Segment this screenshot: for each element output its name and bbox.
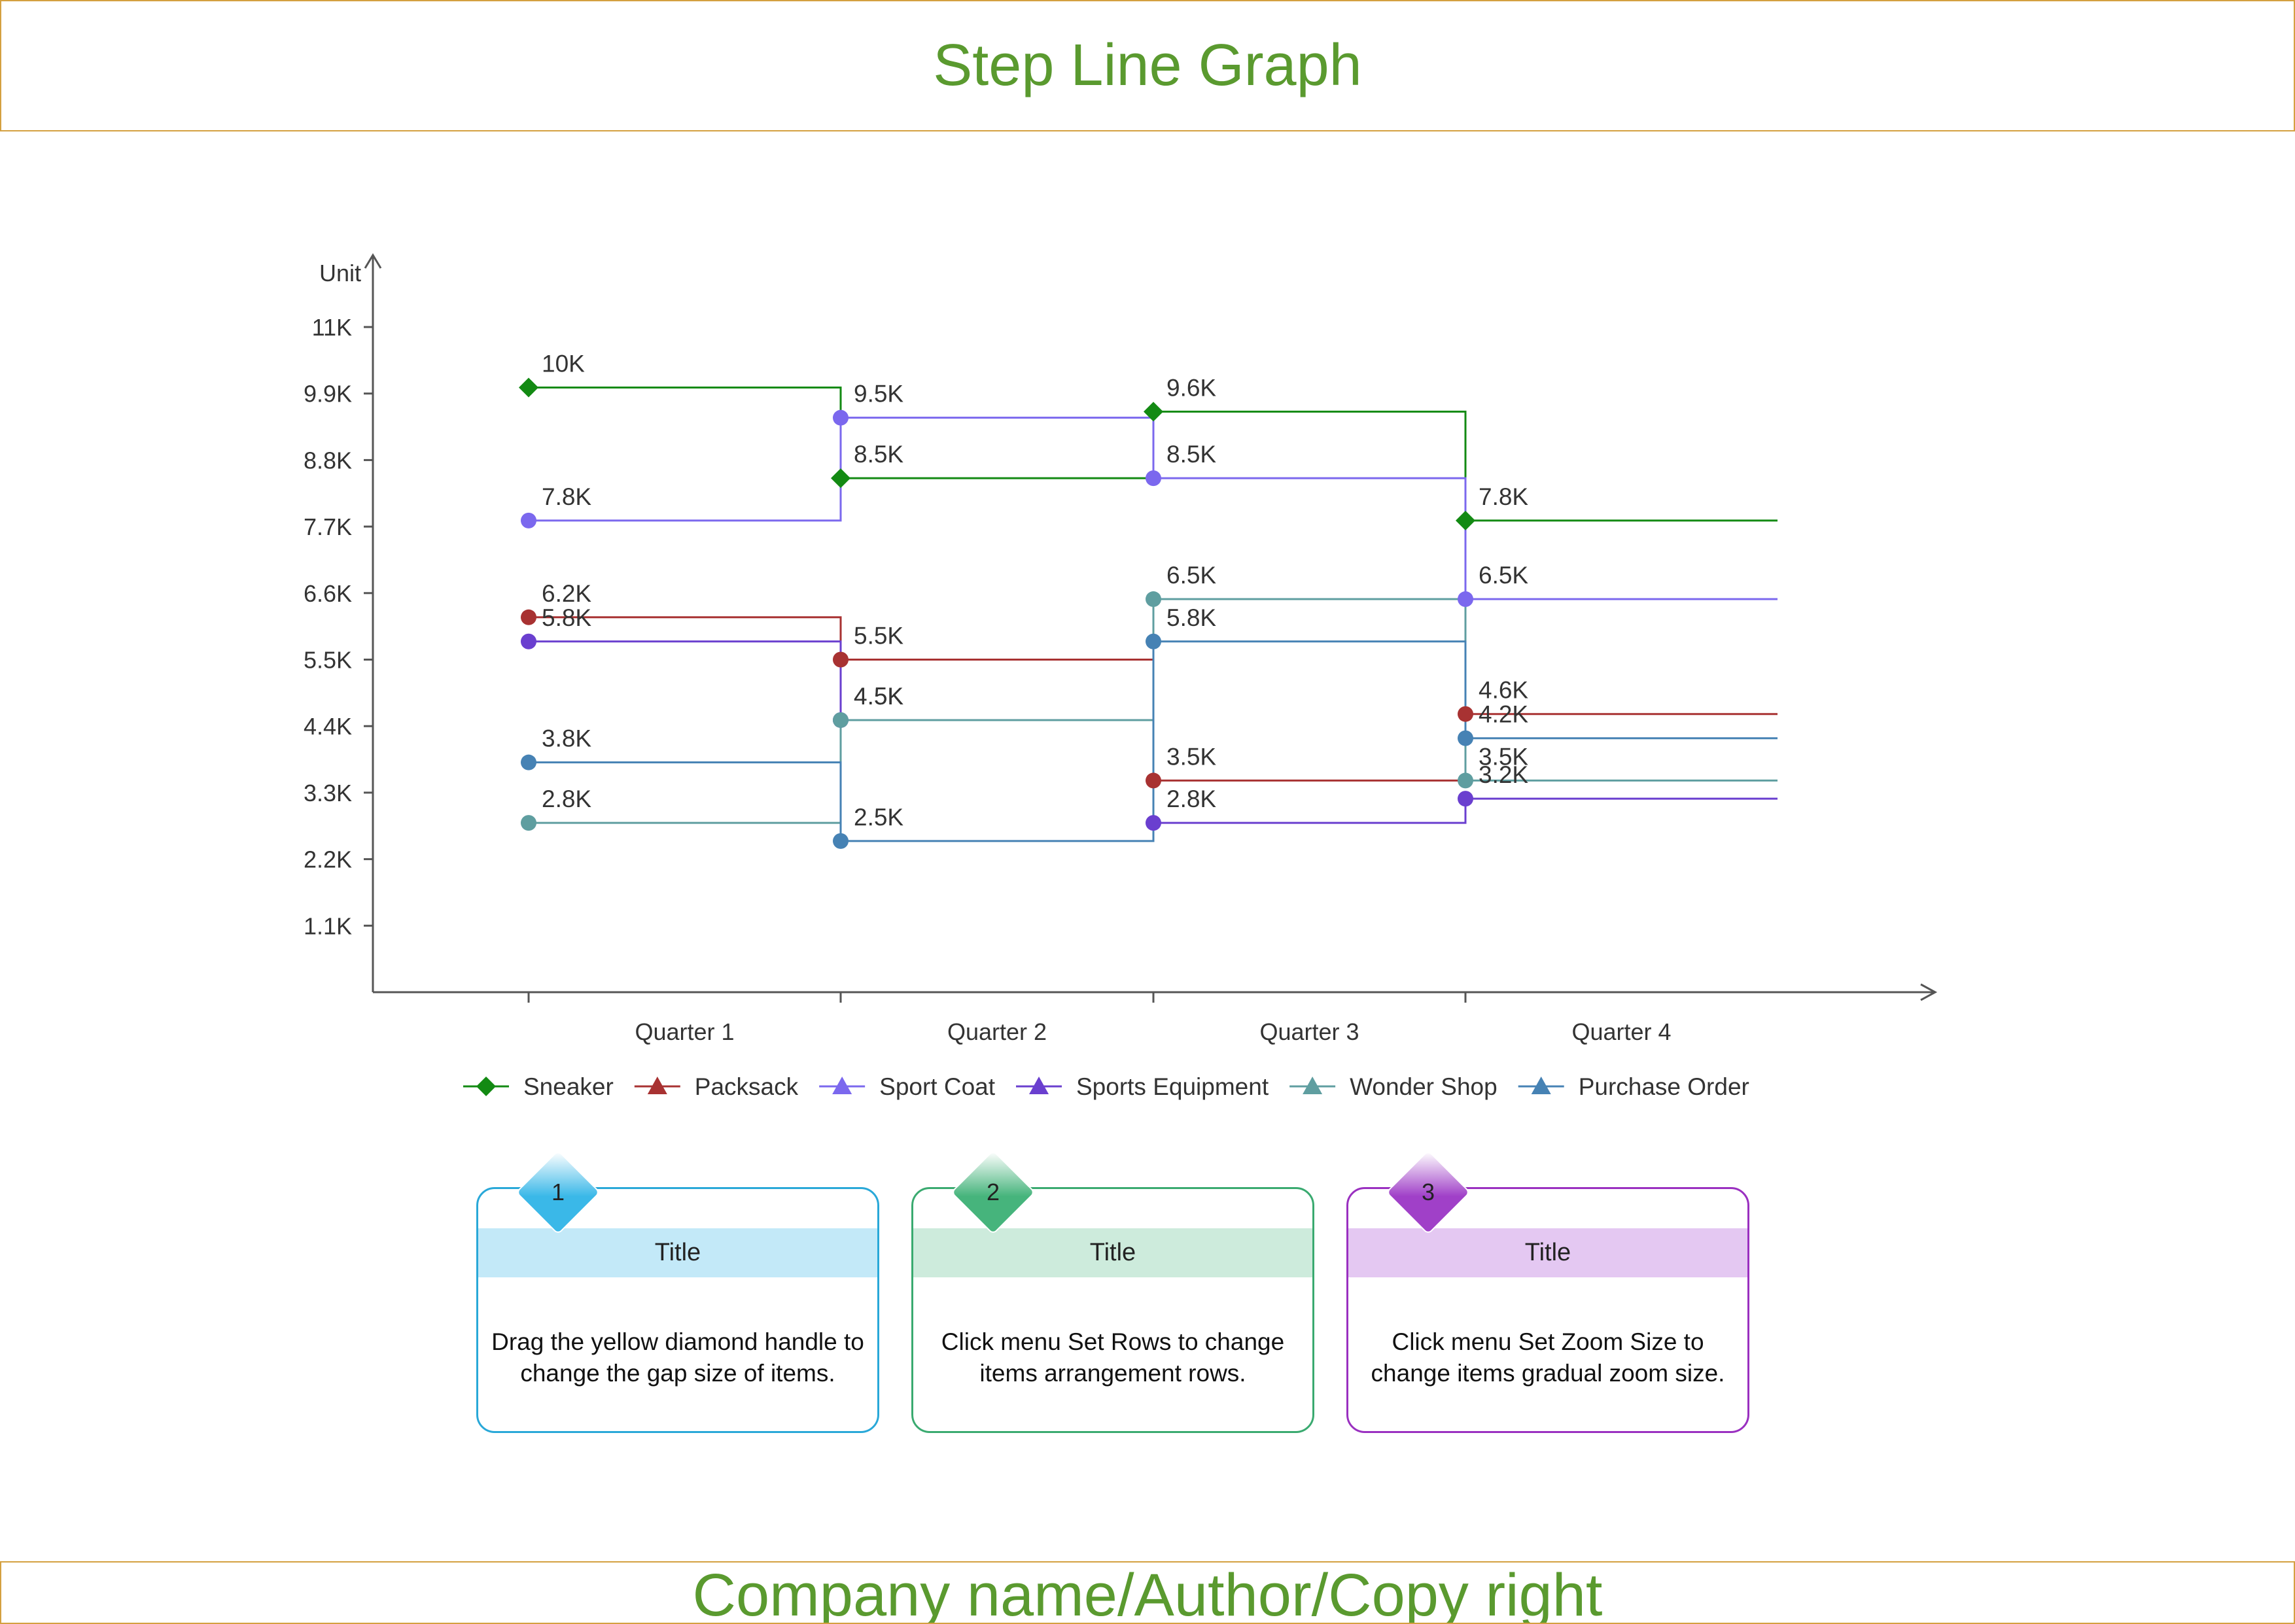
data-label: 2.8K — [1166, 786, 1216, 812]
card-number: 3 — [1421, 1179, 1435, 1205]
data-point — [521, 512, 536, 528]
y-tick-label: 4.4K — [304, 713, 352, 740]
data-label: 3.2K — [1479, 761, 1528, 788]
legend-label: Sports Equipment — [1076, 1073, 1269, 1100]
legend-triangle-icon — [832, 1077, 852, 1094]
card-badge-2: 2 — [952, 1151, 1034, 1234]
legend-label: Sneaker — [523, 1073, 614, 1100]
y-tick-label: 2.2K — [304, 846, 352, 873]
card-title: Title — [913, 1228, 1312, 1277]
step-line-chart: Unit 1.1K 2.2K 3.3K 4.4K 5.5K 6.6K 7.7K 8.8K 9.9K… — [304, 253, 1938, 1100]
data-point — [1458, 791, 1473, 807]
footer: Company name/Author/Copy right — [0, 1561, 2295, 1624]
data-label: 7.8K — [542, 483, 591, 510]
data-label: 9.5K — [854, 381, 903, 407]
data-label: 8.5K — [1166, 441, 1216, 468]
card-text: Click menu Set Rows to change items arra… — [941, 1328, 1285, 1387]
legend-diamond-icon — [476, 1077, 496, 1096]
data-label: 3.5K — [1166, 743, 1216, 770]
data-label: 4.5K — [854, 683, 903, 710]
x-tick-label: Quarter 4 — [1571, 1018, 1671, 1045]
info-card-2[interactable]: Title Click menu Set Rows to change item… — [911, 1187, 1314, 1433]
legend-triangle-icon — [1303, 1077, 1323, 1094]
data-point — [1146, 772, 1161, 789]
data-point — [521, 633, 536, 649]
card-number: 2 — [986, 1179, 1000, 1205]
footer-text: Company name/Author/Copy right — [692, 1562, 1603, 1624]
data-point — [1144, 402, 1163, 422]
card-text: Drag the yellow diamond handle to change… — [491, 1328, 864, 1387]
series-line-purchase-order — [529, 640, 1778, 842]
data-point — [1458, 772, 1473, 789]
data-point — [833, 712, 849, 728]
header: Step Line Graph — [0, 0, 2295, 131]
card-title: Title — [1348, 1228, 1747, 1277]
series-line-sport-coat — [529, 417, 1778, 600]
legend-label: Sport Coat — [879, 1073, 996, 1100]
data-point — [521, 609, 536, 625]
x-tick-label: Quarter 3 — [1259, 1018, 1359, 1045]
data-label: 2.8K — [542, 786, 591, 812]
data-point — [833, 833, 849, 849]
data-point — [831, 468, 850, 489]
card-title: Title — [478, 1228, 877, 1277]
y-tick-label: 7.7K — [304, 513, 352, 540]
info-card-1[interactable]: Title Drag the yellow diamond handle to … — [476, 1187, 879, 1433]
data-label: 9.6K — [1166, 374, 1216, 401]
y-tick-label: 1.1K — [304, 912, 352, 939]
card-number: 1 — [551, 1179, 565, 1205]
data-point — [521, 754, 536, 770]
legend-label: Packsack — [695, 1073, 799, 1100]
data-label: 7.8K — [1479, 483, 1528, 510]
x-tick-label: Quarter 2 — [947, 1018, 1047, 1045]
data-point — [1146, 633, 1161, 649]
y-tick-label: 11K — [312, 314, 352, 341]
legend-triangle-icon — [647, 1077, 667, 1094]
data-label: 6.2K — [542, 580, 591, 607]
x-tick-label: Quarter 1 — [635, 1018, 734, 1045]
data-label: 5.8K — [1166, 604, 1216, 631]
data-label: 2.5K — [854, 804, 903, 831]
data-label: 10K — [542, 350, 585, 377]
info-card-3[interactable]: Title Click menu Set Zoom Size to change… — [1346, 1187, 1749, 1433]
data-label: 4.2K — [1479, 701, 1528, 728]
data-point — [1146, 591, 1161, 608]
data-point — [1458, 730, 1473, 746]
data-label: 3.8K — [542, 725, 591, 752]
data-point — [833, 409, 849, 426]
legend-triangle-icon — [1531, 1077, 1551, 1094]
data-point — [833, 651, 849, 668]
card-badge-3: 3 — [1387, 1151, 1469, 1234]
data-point — [519, 377, 538, 398]
data-point — [1458, 706, 1473, 722]
data-label: 6.5K — [1166, 562, 1216, 589]
legend-label: Purchase Order — [1579, 1073, 1749, 1100]
data-point — [1456, 510, 1475, 530]
y-axis-label: Unit — [319, 260, 361, 286]
data-point — [521, 815, 536, 831]
y-tick-label: 6.6K — [304, 580, 352, 607]
page-title: Step Line Graph — [933, 33, 1362, 98]
data-point — [1146, 470, 1161, 487]
data-label: 8.5K — [854, 441, 903, 468]
x-axis-arrow — [1920, 983, 1938, 1001]
data-label: 5.8K — [542, 604, 591, 631]
data-label: 3.5K — [1479, 743, 1528, 770]
legend-label: Wonder Shop — [1350, 1073, 1498, 1100]
y-tick-label: 3.3K — [304, 780, 352, 806]
card-text: Click menu Set Zoom Size to change items… — [1371, 1328, 1725, 1387]
data-label: 5.5K — [854, 623, 903, 649]
y-tick-label: 5.5K — [304, 647, 352, 674]
data-label: 4.6K — [1479, 677, 1528, 704]
data-label: 6.5K — [1479, 562, 1528, 589]
y-axis-arrow — [364, 253, 382, 269]
y-tick-label: 9.9K — [304, 381, 352, 407]
card-badge-1: 1 — [517, 1151, 599, 1234]
data-label: 4.5K — [854, 683, 903, 710]
data-point — [1458, 591, 1473, 608]
legend-triangle-icon — [1029, 1077, 1049, 1094]
y-tick-label: 8.8K — [304, 447, 352, 474]
data-point — [1146, 815, 1161, 831]
